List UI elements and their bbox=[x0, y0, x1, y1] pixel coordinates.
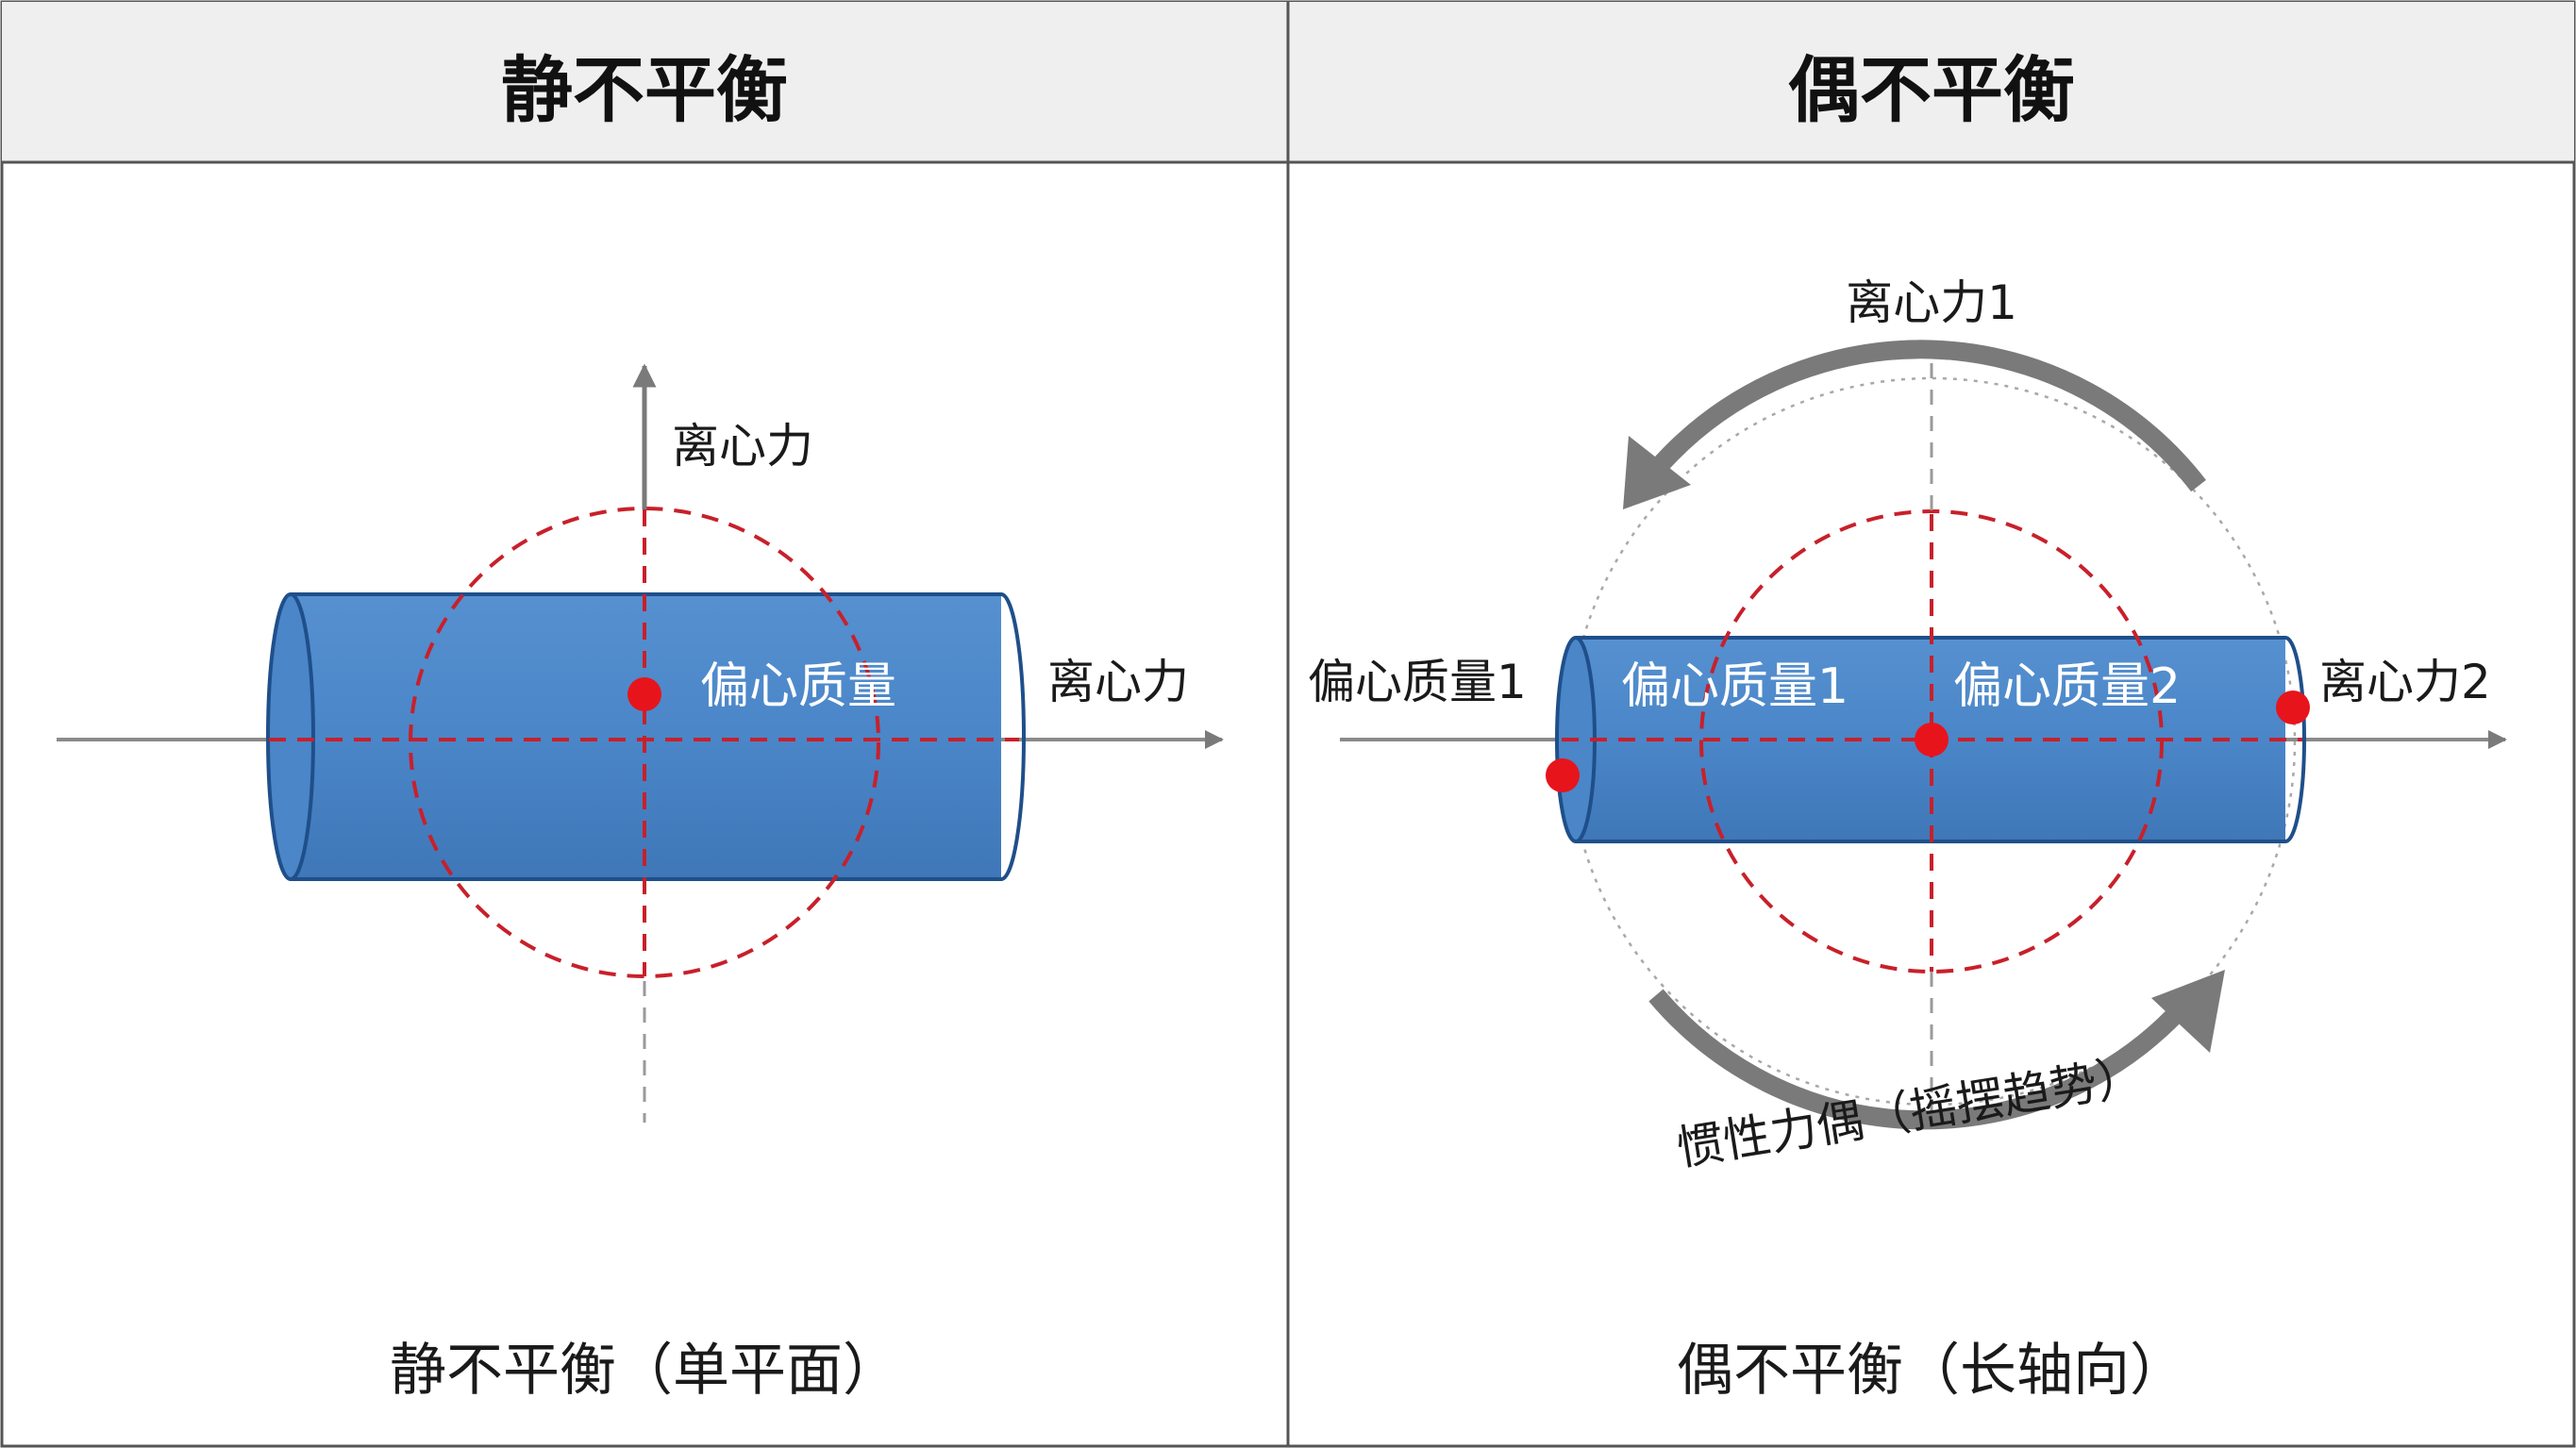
panel-title-couple: 偶不平衡 bbox=[1788, 48, 2075, 132]
static-force-up-label: 离心力 bbox=[672, 419, 813, 474]
couple-force1-label: 离心力1 bbox=[1846, 275, 2017, 330]
couple-unbalance-panel: 离心力1 偏心质量1 偏心质量1 偏心质量2 离心力2 惯性力偶（摇摆趋势） 偶… bbox=[1308, 275, 2507, 1404]
couple-bottom-curved-arrow bbox=[1648, 989, 2195, 1130]
couple-cylinder-right-end bbox=[2284, 636, 2306, 843]
static-cylinder-left-end bbox=[266, 592, 315, 881]
header-bg-right bbox=[1289, 2, 2574, 162]
panel-title-static: 静不平衡 bbox=[501, 48, 788, 132]
static-cylinder-right-end bbox=[1000, 592, 1026, 881]
static-caption: 静不平衡（单平面） bbox=[390, 1338, 899, 1404]
couple-mass1-outside-label: 偏心质量1 bbox=[1308, 655, 1527, 709]
static-eccentric-mass-dot bbox=[627, 677, 661, 711]
couple-eccentric-mass1-dot bbox=[1546, 758, 1580, 792]
couple-top-arrowhead bbox=[1623, 436, 1691, 509]
header-bg-left bbox=[2, 2, 1287, 162]
static-mass-label: 偏心质量 bbox=[700, 658, 896, 715]
couple-caption: 偶不平衡（长轴向） bbox=[1677, 1338, 2186, 1404]
couple-eccentric-mass2-dot bbox=[2276, 691, 2310, 724]
couple-bottom-arrowhead bbox=[2151, 970, 2225, 1053]
couple-mass2-inside-label: 偏心质量2 bbox=[1953, 658, 2181, 715]
couple-center-dot bbox=[1915, 723, 1949, 757]
couple-mass1-inside-label: 偏心质量1 bbox=[1621, 658, 1848, 715]
static-unbalance-panel: 离心力 偏心质量 离心力 静不平衡（单平面） bbox=[57, 363, 1224, 1404]
couple-force2-label: 离心力2 bbox=[2319, 655, 2491, 709]
couple-top-curved-arrow bbox=[1648, 340, 2206, 492]
static-rotation-circle bbox=[409, 507, 880, 978]
static-force-right-label: 离心力 bbox=[1047, 655, 1189, 709]
